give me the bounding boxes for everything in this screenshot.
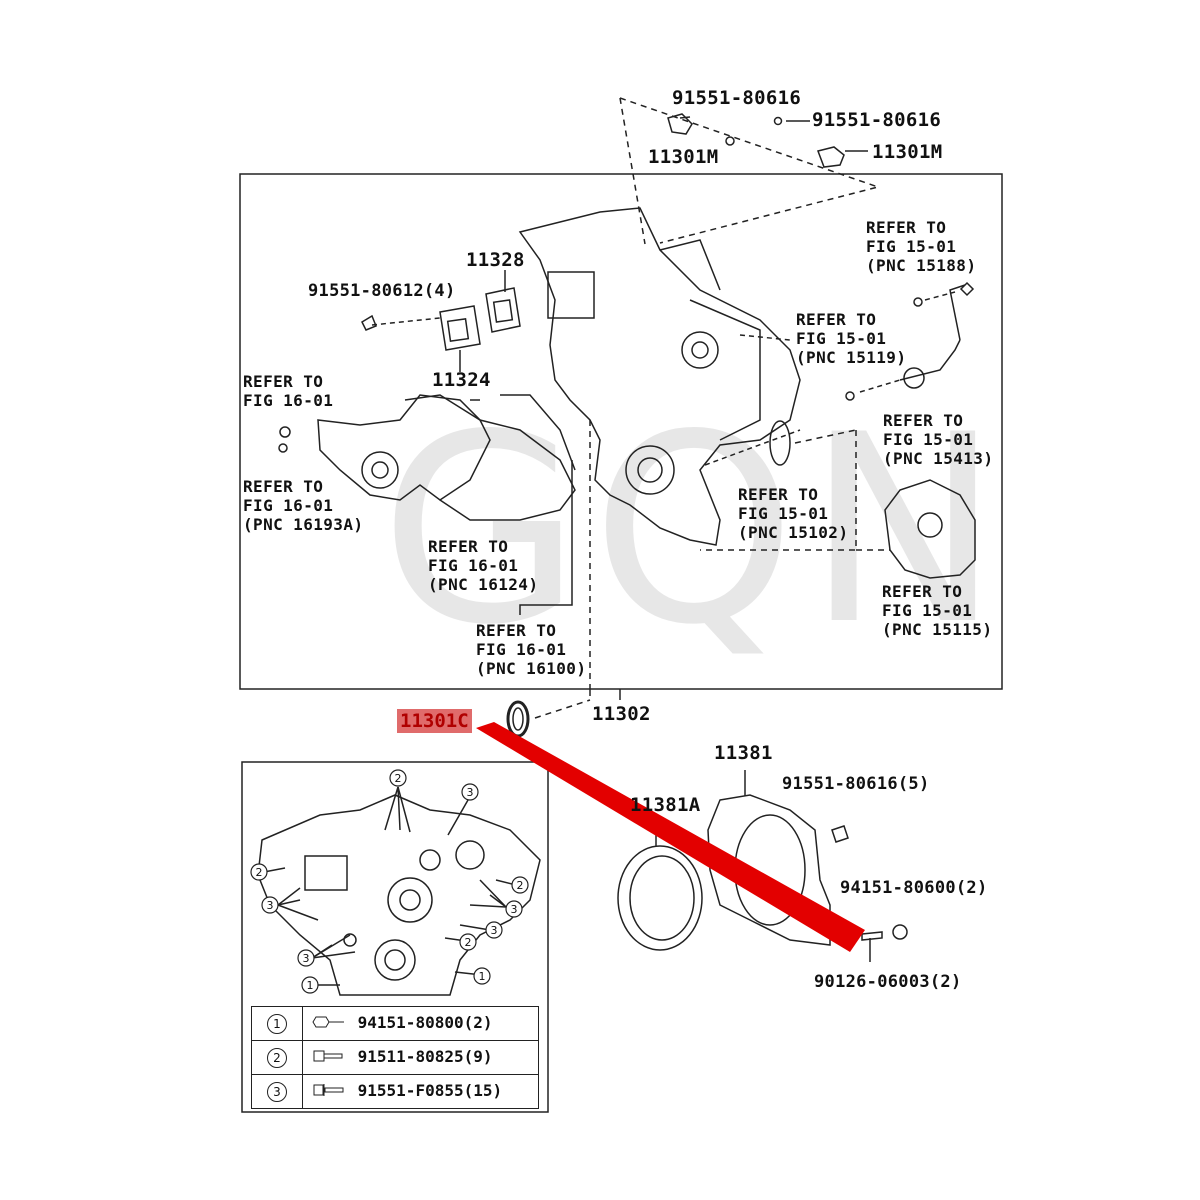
inset-frame bbox=[241, 761, 549, 1113]
ref-fig-16-01-a: REFER TO FIG 16-01 bbox=[243, 372, 334, 410]
inset-cover bbox=[257, 794, 541, 996]
label-sensor-11301M-b: 11301M bbox=[872, 141, 943, 163]
inset-marker: 2 bbox=[517, 879, 524, 892]
label-11302: 11302 bbox=[592, 703, 651, 725]
label-11328: 11328 bbox=[466, 249, 525, 271]
label-sensor-11301M-a: 11301M bbox=[648, 146, 719, 168]
table-cell-part: 91511-80825(9) bbox=[302, 1040, 539, 1075]
label-bolt-91551-80616-a: 91551-80616 bbox=[672, 87, 802, 109]
ref-fig-16-01-pnc-16124: REFER TO FIG 16-01 (PNC 16124) bbox=[428, 537, 539, 594]
ref-fig-15-01-pnc-15119: REFER TO FIG 15-01 (PNC 15119) bbox=[796, 310, 907, 367]
ref-fig-15-01-pnc-15102: REFER TO FIG 15-01 (PNC 15102) bbox=[738, 485, 849, 542]
inset-marker: 3 bbox=[467, 786, 474, 799]
flange-bolt-icon bbox=[312, 1082, 348, 1102]
ref-fig-15-01-pnc-15413: REFER TO FIG 15-01 (PNC 15413) bbox=[883, 411, 994, 468]
timing-cover bbox=[518, 207, 801, 546]
inset-marker: 1 bbox=[479, 970, 486, 983]
table-cell-part: 91551-F0855(15) bbox=[302, 1074, 539, 1109]
oil-pump bbox=[884, 479, 976, 579]
table-row: 3 91551-F0855(15) bbox=[251, 1074, 539, 1109]
highlight-arrow bbox=[476, 722, 865, 952]
oil-pump-rotor bbox=[769, 420, 791, 466]
ref-fig-15-01-pnc-15188: REFER TO FIG 15-01 (PNC 15188) bbox=[866, 218, 977, 275]
inset-marker: 3 bbox=[267, 899, 274, 912]
gasket-11328 bbox=[485, 287, 521, 333]
bolt-icon bbox=[312, 1048, 348, 1068]
water-pump bbox=[317, 394, 491, 501]
sensor-dashed-leader bbox=[619, 97, 881, 244]
gasket-11324 bbox=[439, 305, 481, 351]
ref-fig-16-01-pnc-16100: REFER TO FIG 16-01 (PNC 16100) bbox=[476, 621, 587, 678]
inset-marker: 2 bbox=[256, 866, 263, 879]
table-cell-num: 3 bbox=[251, 1074, 303, 1109]
inset-marker: 3 bbox=[511, 903, 518, 916]
table-row: 2 91511-80825(9) bbox=[251, 1040, 539, 1075]
table-row: 1 94151-80800(2) bbox=[251, 1006, 539, 1041]
label-11381A: 11381A bbox=[630, 794, 701, 816]
label-11301C-highlighted: 11301C bbox=[397, 709, 472, 733]
main-assembly-frame bbox=[239, 173, 1003, 690]
sensor-left bbox=[667, 113, 693, 135]
label-bolt-91551-80612: 91551-80612(4) bbox=[308, 281, 456, 301]
inset-marker: 2 bbox=[465, 936, 472, 949]
label-bolt-91551-80616-b: 91551-80616 bbox=[812, 109, 942, 131]
seal-11301C bbox=[506, 700, 530, 738]
table-cell-num: 2 bbox=[251, 1040, 303, 1075]
watermark: GQN bbox=[380, 380, 1011, 682]
label-bolt-91551-80616-5: 91551-80616(5) bbox=[782, 774, 930, 794]
retainer-11381 bbox=[707, 794, 831, 946]
nut-icon bbox=[312, 1014, 348, 1034]
sensor-right bbox=[817, 146, 845, 168]
seal-11381A bbox=[617, 845, 703, 951]
ref-fig-15-01-pnc-15115: REFER TO FIG 15-01 (PNC 15115) bbox=[882, 582, 993, 639]
label-11324: 11324 bbox=[432, 369, 491, 391]
label-nut-94151-80600: 94151-80600(2) bbox=[840, 878, 988, 898]
inset-marker: 3 bbox=[303, 952, 310, 965]
inset-marker: 1 bbox=[307, 979, 314, 992]
inset-marker: 3 bbox=[491, 924, 498, 937]
ref-fig-16-01-pnc-16193a: REFER TO FIG 16-01 (PNC 16193A) bbox=[243, 477, 364, 534]
table-cell-num: 1 bbox=[251, 1006, 303, 1041]
inset-markers: 2 3 2 3 2 3 3 2 3 1 1 bbox=[250, 769, 529, 994]
inset-marker: 2 bbox=[395, 772, 402, 785]
label-bolt-90126-06003: 90126-06003(2) bbox=[814, 972, 962, 992]
parts-table: 1 94151-80800(2) 2 91511-80825(9) 3 9155… bbox=[251, 1006, 539, 1109]
label-11381: 11381 bbox=[714, 742, 773, 764]
table-cell-part: 94151-80800(2) bbox=[302, 1006, 539, 1041]
